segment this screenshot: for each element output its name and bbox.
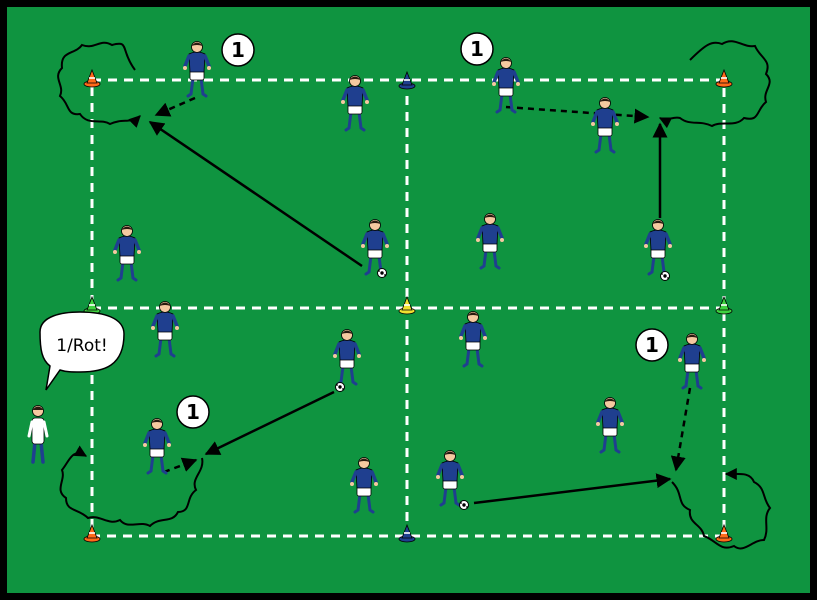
ball-icon — [335, 382, 345, 392]
coach-icon — [27, 405, 49, 464]
badge: 1 — [176, 395, 210, 429]
badge: 1 — [460, 32, 494, 66]
badge: 1 — [221, 33, 255, 67]
speech-text: 1/Rot! — [56, 336, 107, 356]
svg-text:1: 1 — [645, 333, 659, 357]
svg-text:1: 1 — [231, 38, 245, 62]
speech-bubble — [39, 311, 125, 391]
svg-text:1: 1 — [470, 37, 484, 61]
coach: 1/Rot! — [27, 311, 125, 464]
dribble-paths — [57, 40, 772, 550]
badge: 1 — [635, 328, 669, 362]
pass-arrows — [148, 120, 672, 505]
ball-icon — [660, 271, 670, 281]
svg-text:1: 1 — [186, 400, 200, 424]
ball-icon — [377, 268, 387, 278]
run-arrows — [154, 96, 692, 474]
badges: 1 1 1 1 — [176, 32, 669, 429]
ball-icon — [459, 500, 469, 510]
